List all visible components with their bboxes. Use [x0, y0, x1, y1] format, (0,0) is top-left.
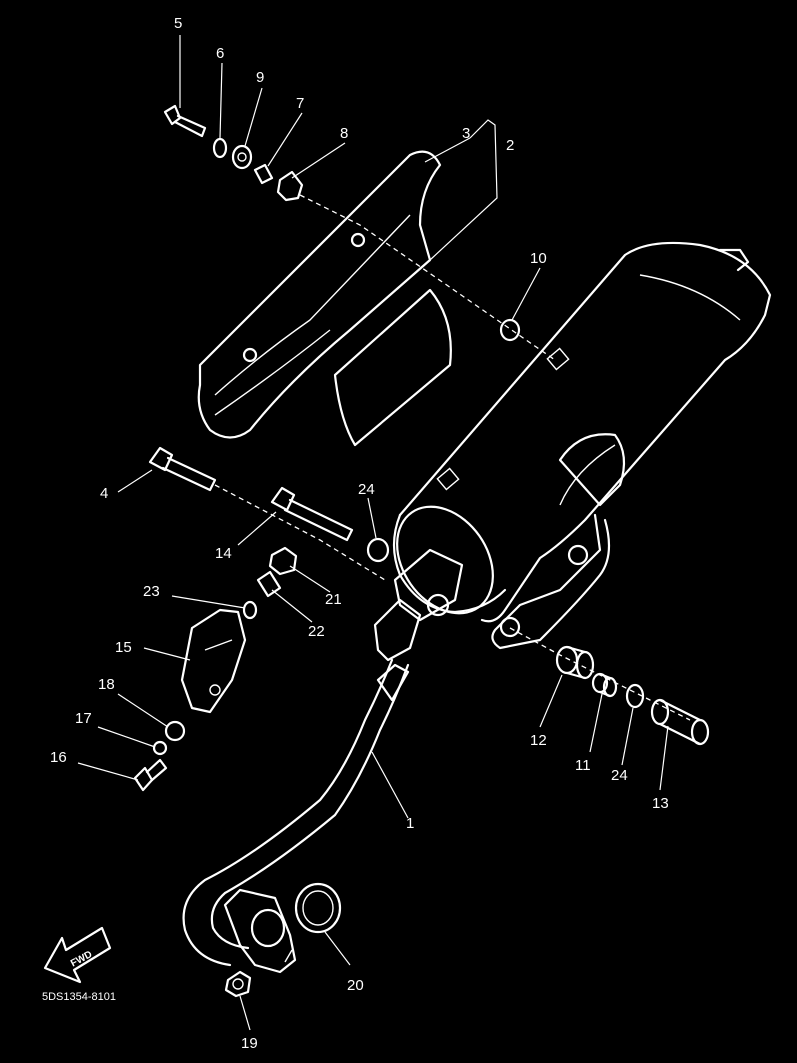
callout-24-upper: 24 [358, 481, 375, 498]
exhaust-flange [223, 888, 297, 974]
collar-13 [650, 698, 710, 746]
callout-6: 6 [216, 45, 224, 62]
callout-22: 22 [308, 623, 325, 640]
pipe-joint-clamp [373, 548, 464, 662]
screw-5 [163, 104, 207, 138]
callout-9: 9 [256, 69, 264, 86]
drawing-code: 5DS1354-8101 [42, 991, 116, 1003]
washer-24-upper [366, 537, 390, 563]
bolt-4 [148, 446, 217, 492]
muffler-body [392, 241, 772, 623]
callout-labels: 5 6 9 7 8 3 2 10 4 14 24 21 22 23 15 18 … [50, 15, 669, 1052]
exhaust-pipe [182, 658, 410, 967]
leader-lines [77, 35, 669, 1031]
callout-8: 8 [340, 125, 348, 142]
bolt-14 [270, 486, 354, 542]
washer-10 [499, 318, 521, 342]
callout-16: 16 [50, 749, 67, 766]
callout-14: 14 [215, 545, 232, 562]
callout-21: 21 [325, 591, 342, 608]
callout-24-right: 24 [611, 767, 628, 784]
washer-18 [164, 720, 186, 742]
muffler-bracket [491, 513, 611, 650]
callout-7: 7 [296, 95, 304, 112]
callout-13: 13 [652, 795, 669, 812]
callout-23: 23 [143, 583, 160, 600]
exhaust-gasket [294, 882, 342, 934]
grommet-8 [276, 170, 304, 202]
collar-12 [555, 645, 595, 680]
callout-12: 12 [530, 732, 547, 749]
callout-10: 10 [530, 250, 547, 267]
washer-6 [212, 137, 228, 159]
heat-protector [197, 150, 452, 447]
callout-17: 17 [75, 710, 92, 727]
callout-20: 20 [347, 977, 364, 994]
forward-direction-arrow: FWD [43, 926, 112, 984]
callout-5: 5 [174, 15, 182, 32]
callout-4: 4 [100, 485, 108, 502]
callout-19: 19 [241, 1035, 258, 1052]
callout-1: 1 [406, 815, 414, 832]
collar-7 [253, 163, 274, 185]
collar-22 [256, 570, 282, 598]
washer-9 [231, 144, 253, 170]
washer-23 [242, 600, 258, 620]
callout-3: 3 [462, 125, 470, 142]
collar-11 [591, 672, 618, 698]
washer-17 [152, 740, 168, 756]
callout-11: 11 [575, 757, 591, 774]
cover-15 [180, 608, 247, 714]
flange-nut [224, 970, 252, 998]
callout-15: 15 [115, 639, 132, 656]
bolt-16 [133, 758, 168, 792]
callout-18: 18 [98, 676, 115, 693]
callout-2: 2 [506, 137, 514, 154]
nut-21 [268, 546, 298, 576]
washer-24-right [625, 683, 645, 709]
